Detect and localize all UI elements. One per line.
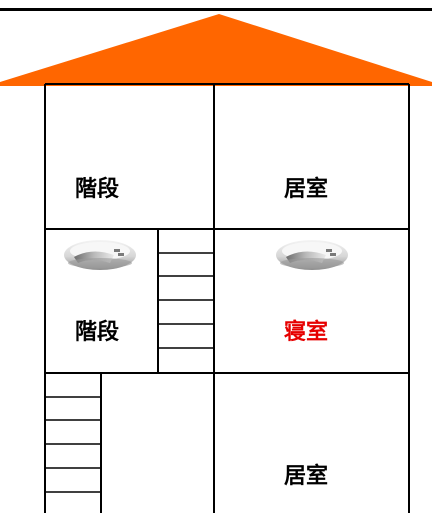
top-border-line bbox=[0, 8, 432, 11]
stairs-lower bbox=[45, 396, 101, 493]
smoke-detector-icon bbox=[276, 240, 348, 270]
room-label-lower-right: 居室 bbox=[284, 463, 328, 489]
room-label-upper-left: 階段 bbox=[75, 176, 119, 202]
stairs-middle bbox=[158, 252, 214, 349]
room-label-middle-right: 寝室 bbox=[284, 319, 328, 345]
house-walls bbox=[44, 83, 410, 513]
room-label-middle-left: 階段 bbox=[75, 319, 119, 345]
smoke-detector-icon bbox=[64, 240, 136, 270]
room-label-upper-right: 居室 bbox=[284, 176, 328, 202]
roof bbox=[0, 14, 432, 86]
